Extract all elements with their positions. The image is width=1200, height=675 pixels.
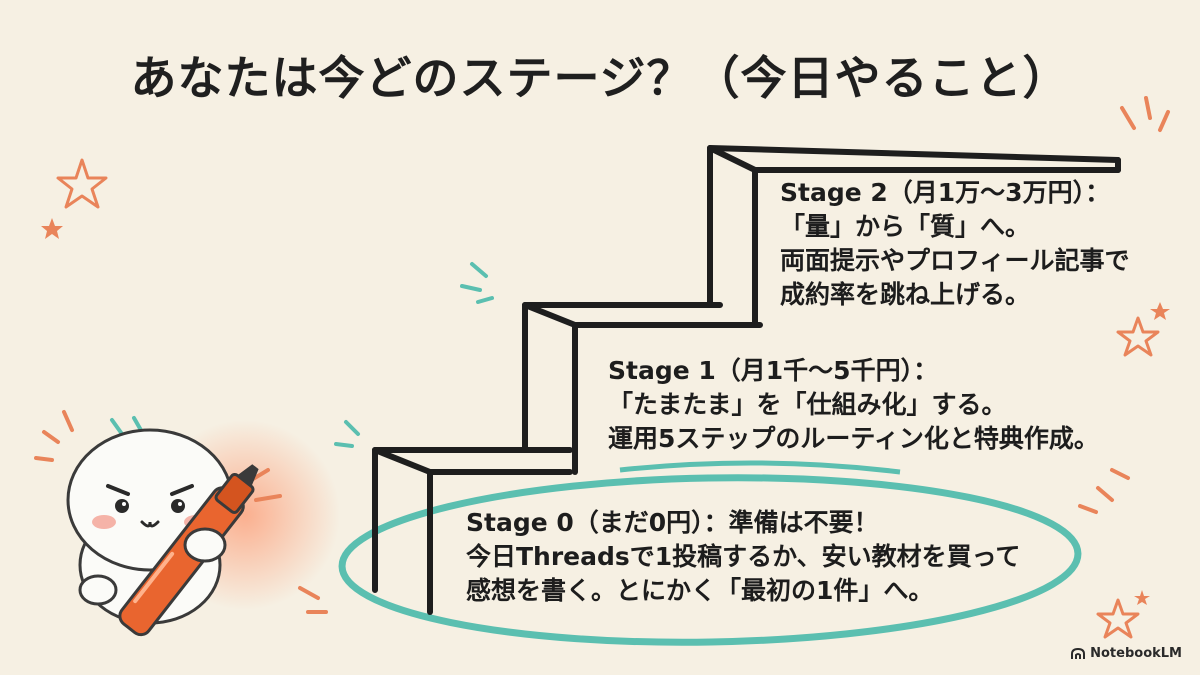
stage0-heading: Stage 0（まだ0円）：準備は不要！ bbox=[466, 508, 879, 537]
stage0-highlight-ring bbox=[338, 474, 1082, 646]
stage0-description: Stage 0（まだ0円）：準備は不要！ 今日Threadsで1投稿するか、安い… bbox=[466, 506, 1020, 608]
brand-label: NotebookLM bbox=[1090, 646, 1182, 661]
sparkle-lines bbox=[34, 96, 1170, 614]
small-star-icon bbox=[1134, 302, 1170, 605]
sparkle-lines-teal bbox=[110, 262, 494, 448]
stage1-line: 「たまたま」を「仕組み化」する。 bbox=[608, 390, 1007, 419]
stage1-heading: Stage 1（月1千〜5千円）： bbox=[608, 356, 939, 385]
staircase bbox=[372, 145, 1121, 615]
notebooklm-watermark: NotebookLM bbox=[1071, 646, 1182, 661]
star-icon bbox=[56, 158, 108, 209]
page-title: あなたは今どのステージ？（今日やること） bbox=[130, 51, 1070, 105]
stage0-line: 感想を書く。とにかく「最初の1件」へ。 bbox=[466, 576, 934, 605]
stage1-line: 運用5ステップのルーティン化と特典作成。 bbox=[608, 424, 1099, 453]
small-star-icon bbox=[41, 218, 63, 239]
stage2-line: 両面提示やプロフィール記事で bbox=[780, 246, 1130, 275]
stage2-heading: Stage 2（月1万〜3万円）： bbox=[780, 178, 1111, 207]
stage2-line: 「量」から「質」へ。 bbox=[780, 212, 1031, 241]
notebooklm-logo-icon bbox=[1071, 647, 1086, 659]
stage1-description: Stage 1（月1千〜5千円）： 「たまたま」を「仕組み化」する。 運用5ステ… bbox=[608, 354, 1099, 456]
mascot-hand bbox=[183, 527, 227, 563]
stage0-highlight-ring-tail bbox=[619, 460, 901, 475]
highlighter-marker-icon bbox=[118, 464, 259, 637]
stage2-description: Stage 2（月1万〜3万円）： 「量」から「質」へ。 両面提示やプロフィール… bbox=[780, 176, 1130, 312]
stage0-line: 今日Threadsで1投稿するか、安い教材を買って bbox=[466, 542, 1021, 571]
star-icon bbox=[1096, 316, 1160, 639]
stage2-line: 成約率を跳ね上げる。 bbox=[780, 280, 1031, 309]
